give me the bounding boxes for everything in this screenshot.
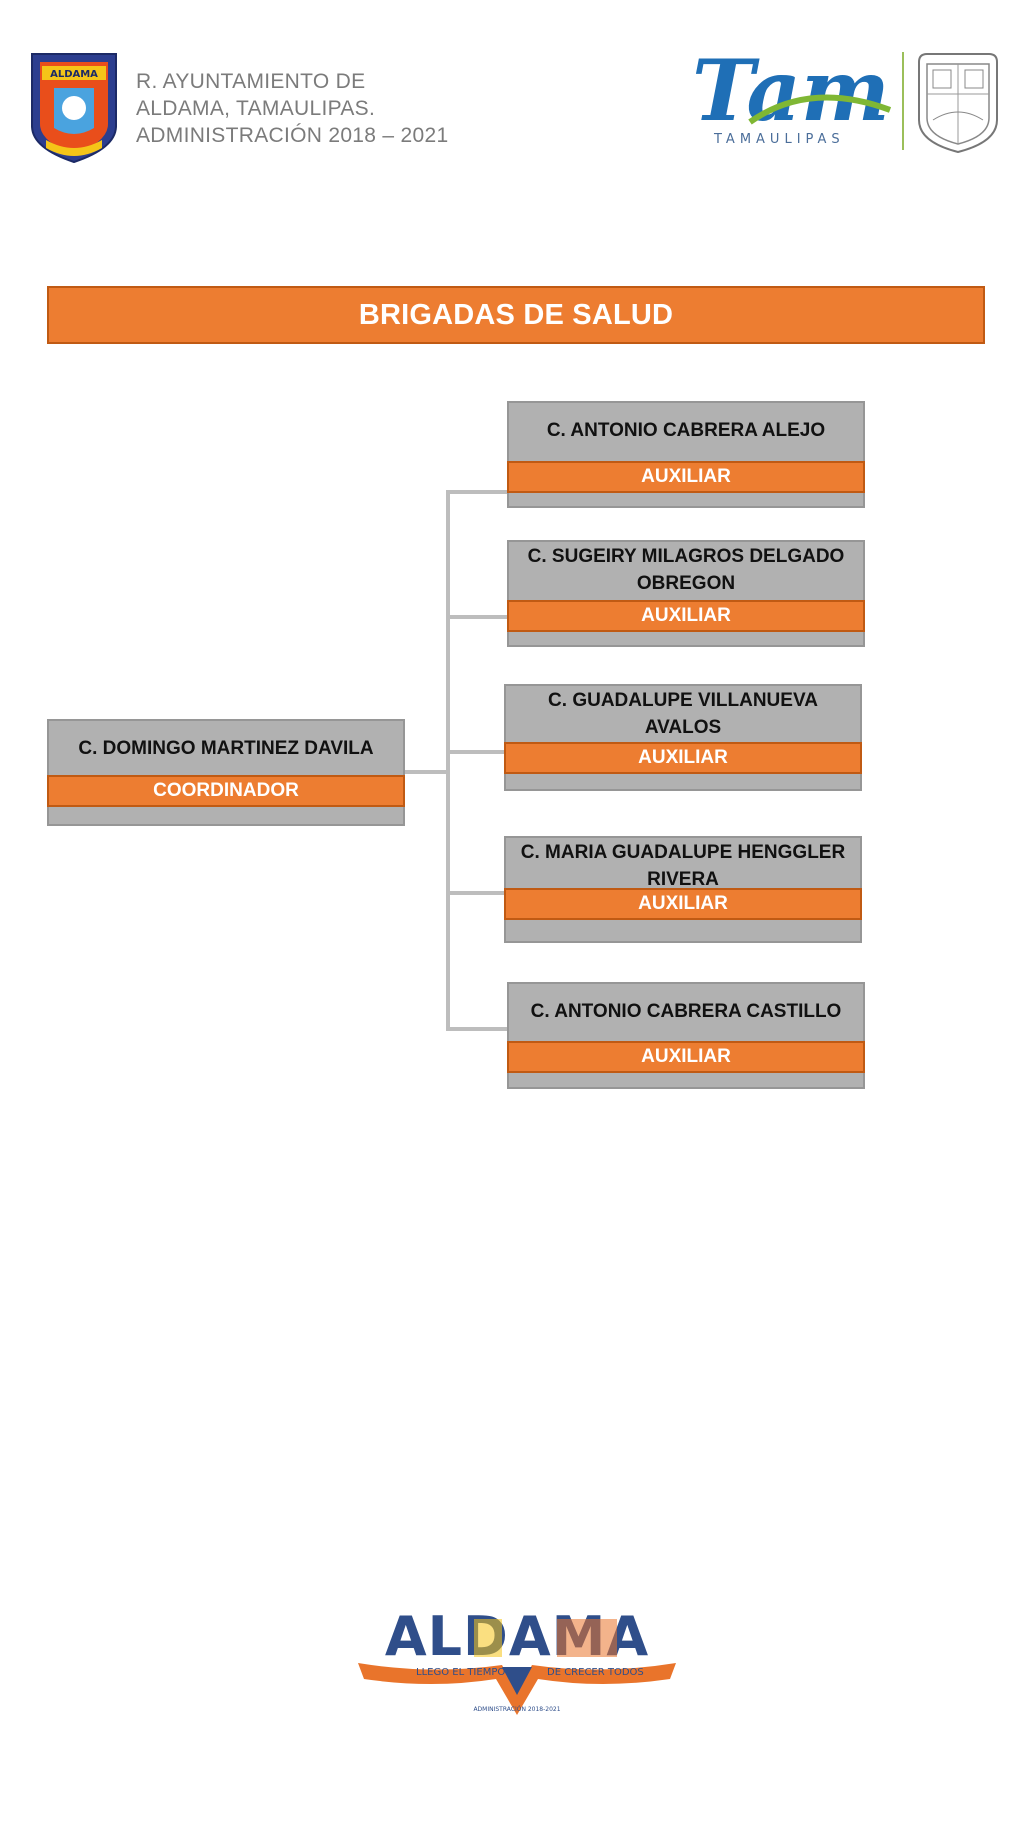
shield-label: ALDAMA: [50, 69, 98, 80]
auxiliary-name: C. ANTONIO CABRERA CASTILLO: [530, 1001, 842, 1022]
auxiliary-name-line: C. SUGEIRY MILAGROS DELGADO: [527, 546, 845, 567]
coordinator-node: C. DOMINGO MARTINEZ DAVILA COORDINADOR: [47, 719, 405, 826]
auxiliary-name: C. GUADALUPE VILLANUEVA AVALOS: [506, 687, 860, 741]
tam-logo-text: Tam: [692, 41, 890, 140]
auxiliary-node: C. SUGEIRY MILAGROS DELGADO OBREGON AUXI…: [507, 540, 865, 647]
connector-trunk: [446, 490, 450, 1031]
auxiliary-name-line: C. GUADALUPE VILLANUEVA: [548, 690, 818, 711]
connector-from-coordinator: [404, 770, 448, 774]
aldama-shield-logo: ALDAMA: [24, 48, 124, 166]
footer-slogan-right: DE CRECER TODOS: [547, 1667, 644, 1678]
tam-tamaulipas-logo: Tam TAMAULIPAS: [690, 40, 910, 150]
footer-small-text: ADMINISTRACIÓN 2018-2021: [473, 1706, 560, 1713]
auxiliary-name-line: RIVERA: [647, 869, 719, 890]
auxiliary-name-line: C. MARIA GUADALUPE HENGGLER: [520, 842, 846, 863]
connector-branch-1: [446, 490, 508, 494]
coordinator-role: COORDINADOR: [47, 775, 405, 807]
header-line-1: R. AYUNTAMIENTO DE: [136, 70, 366, 93]
auxiliary-role: AUXILIAR: [504, 888, 862, 920]
auxiliary-role: AUXILIAR: [507, 600, 865, 632]
tam-logo-subtitle: TAMAULIPAS: [713, 132, 845, 147]
page-title: BRIGADAS DE SALUD: [358, 298, 674, 331]
auxiliary-role: AUXILIAR: [504, 742, 862, 774]
aldama-footer-logo: ALDAMA LLEGO EL TIEMPO DE CRECER TODOS A…: [352, 1605, 682, 1725]
auxiliary-name-line: OBREGON: [636, 573, 736, 594]
header-text: R. AYUNTAMIENTO DE ALDAMA, TAMAULIPAS. A…: [136, 68, 496, 149]
header-line-3: ADMINISTRACIÓN 2018 – 2021: [136, 124, 449, 147]
auxiliary-role: AUXILIAR: [507, 1041, 865, 1073]
auxiliary-node: C. MARIA GUADALUPE HENGGLER RIVERA AUXIL…: [504, 836, 862, 943]
footer-slogan-left: LLEGO EL TIEMPO: [416, 1667, 505, 1678]
connector-branch-4: [446, 891, 506, 895]
auxiliary-name-line: AVALOS: [644, 717, 722, 738]
auxiliary-role: AUXILIAR: [507, 461, 865, 493]
connector-branch-5: [446, 1027, 508, 1031]
auxiliary-node: C. ANTONIO CABRERA ALEJO AUXILIAR: [507, 401, 865, 508]
coordinator-name: C. DOMINGO MARTINEZ DAVILA: [78, 738, 374, 759]
tamaulipas-coat-of-arms-logo: [913, 50, 1003, 155]
auxiliary-name: C. SUGEIRY MILAGROS DELGADO OBREGON: [509, 543, 863, 597]
header-line-2: ALDAMA, TAMAULIPAS.: [136, 97, 376, 120]
connector-branch-3: [446, 750, 506, 754]
page-title-bar: BRIGADAS DE SALUD: [47, 286, 985, 344]
logo-divider: [902, 52, 904, 150]
auxiliary-name: C. ANTONIO CABRERA ALEJO: [546, 420, 826, 441]
auxiliary-name: C. MARIA GUADALUPE HENGGLER RIVERA: [506, 839, 860, 893]
auxiliary-node: C. GUADALUPE VILLANUEVA AVALOS AUXILIAR: [504, 684, 862, 791]
connector-branch-2: [446, 615, 508, 619]
auxiliary-node: C. ANTONIO CABRERA CASTILLO AUXILIAR: [507, 982, 865, 1089]
